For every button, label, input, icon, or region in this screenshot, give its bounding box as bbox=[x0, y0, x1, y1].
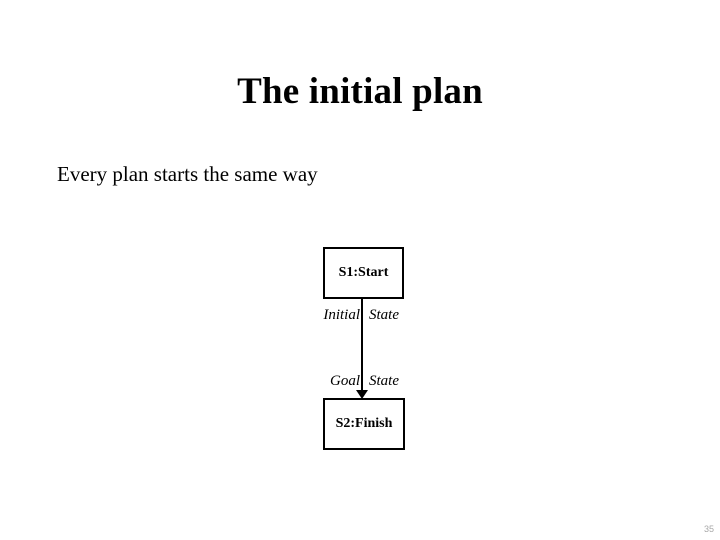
edge-label-goal-right: State bbox=[369, 373, 399, 389]
arrow-down-icon bbox=[356, 390, 368, 399]
body-text-line: Every plan starts the same way bbox=[57, 162, 318, 186]
diagram-node-start-label: S1:Start bbox=[338, 265, 389, 280]
page-number: 35 bbox=[703, 524, 714, 534]
edge-label-initial-left: Initial bbox=[323, 307, 360, 323]
edge-label-goal-left: Goal bbox=[330, 373, 360, 389]
diagram-node-start: S1:Start bbox=[323, 247, 404, 299]
diagram-node-finish-label: S2:Finish bbox=[335, 416, 393, 431]
page-title: The initial plan bbox=[237, 71, 483, 112]
edge-label-initial-right: State bbox=[369, 307, 399, 323]
diagram-node-finish: S2:Finish bbox=[323, 398, 405, 450]
causal-link-line bbox=[361, 298, 363, 397]
plan-diagram: S1:Start Initial State Goal State S2:Fin… bbox=[0, 240, 720, 465]
